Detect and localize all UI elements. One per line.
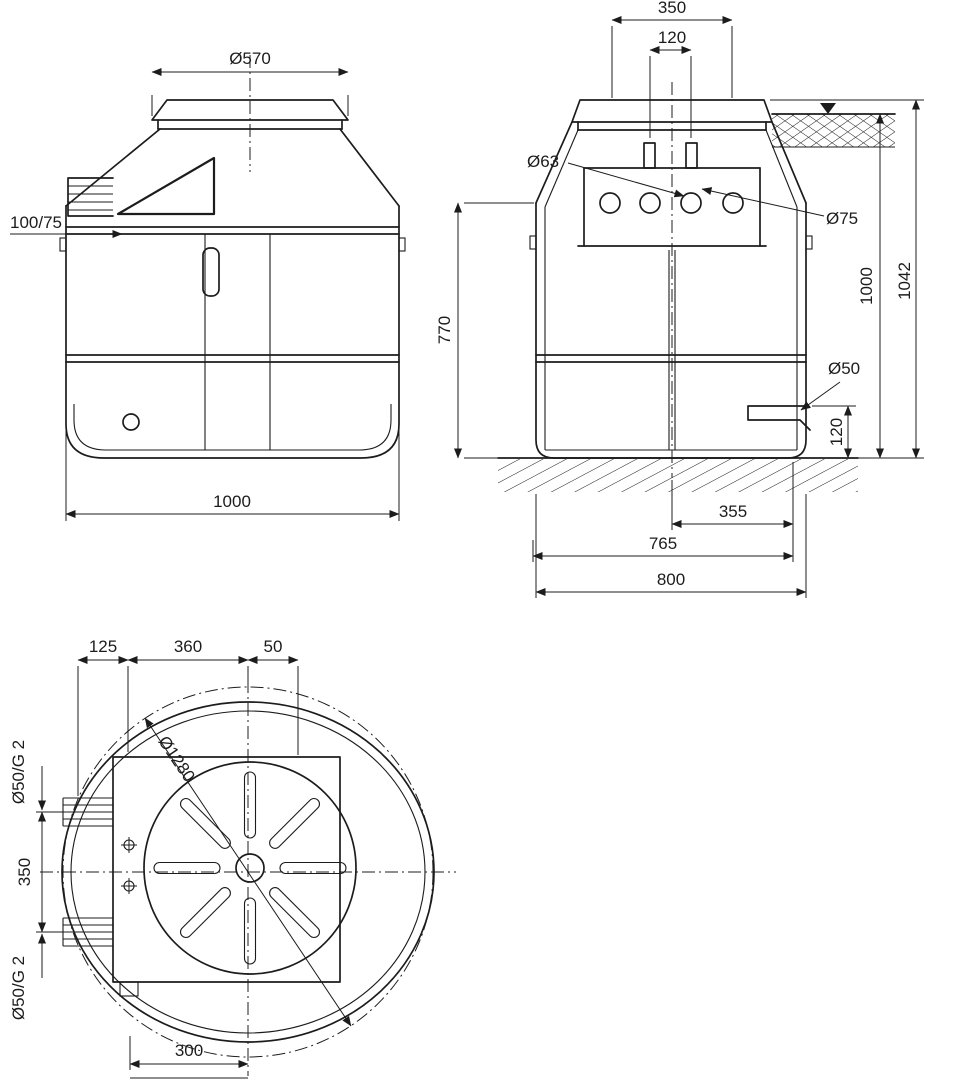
plan-cover-hub: [235, 853, 265, 883]
plan-body-rect: [112, 756, 341, 983]
dim-label-port-top: Ø50/G 2: [9, 740, 28, 804]
dim-label-width1000: 1000: [213, 492, 251, 511]
dim-label-120right: 120: [827, 418, 846, 446]
front-hole-1: [599, 192, 621, 214]
front-hole-4: [722, 192, 744, 214]
plan-circle-1280: [62, 686, 434, 1058]
dim-label-120top: 120: [658, 28, 686, 47]
dim-label-dia75: Ø75: [826, 209, 858, 228]
plan-tank-inner: [70, 710, 426, 1034]
front-hole-3: [680, 192, 702, 214]
front-outlet-pipe: [747, 405, 811, 431]
dim-label-350top: 350: [658, 0, 686, 17]
plan-tab: [119, 981, 139, 997]
leader-dia75: [701, 187, 825, 217]
dim-label-360: 360: [174, 637, 202, 656]
front-view: 350 120 Ø63 Ø75 770 1000 1042 Ø50 120: [435, 0, 924, 598]
dim-label-1000h: 1000: [857, 267, 876, 305]
side-shoulder-right: [339, 128, 400, 207]
side-view: Ø570 100/75 1000: [10, 49, 406, 521]
dim-label-770: 770: [435, 316, 454, 344]
side-shoulder-left: [65, 128, 161, 207]
side-drain-hole: [122, 413, 140, 431]
dim-label-1280: Ø1280: [154, 732, 198, 785]
dim-label-50: 50: [264, 637, 283, 656]
leader-dia63: [567, 162, 685, 198]
front-stub-left: [643, 142, 656, 169]
plan-cover-spokes: [153, 771, 347, 965]
dim-label-1042: 1042: [895, 262, 914, 300]
leader-dia50: [800, 381, 841, 411]
dim-label-765: 765: [649, 534, 677, 553]
dim-label-355: 355: [719, 502, 747, 521]
plan-cover-circle: [143, 761, 357, 975]
dim-line-1280: [144, 717, 352, 1027]
dim-label-125: 125: [89, 637, 117, 656]
side-detail-slot: [202, 247, 220, 297]
side-lid: [151, 99, 349, 121]
dim-label-300: 300: [175, 1041, 203, 1060]
dim-label-800: 800: [657, 570, 685, 589]
side-inlet-baffle: [116, 156, 216, 216]
dim-label-inlet: 100/75: [10, 213, 62, 232]
dim-label-dia50: Ø50: [828, 359, 860, 378]
side-tank-inner: [73, 404, 392, 451]
plan-bolt-marks: [121, 837, 137, 894]
side-tank-outline: [65, 205, 400, 459]
front-stub-right: [685, 142, 698, 169]
ground-level-icon: [820, 103, 836, 114]
dim-label-port-bottom: Ø50/G 2: [9, 956, 28, 1020]
plan-tank-outline: [61, 701, 435, 1043]
dim-label-dia570: Ø570: [229, 49, 271, 68]
plan-view: 125 360 50 Ø50/G 2 350 Ø50/G 2 Ø1280 300: [9, 637, 456, 1079]
side-inlet-spigot: [67, 177, 114, 217]
dim-label-350plan: 350: [15, 858, 34, 886]
dim-label-dia63: Ø63: [527, 152, 559, 171]
base-ground-hatch: [498, 459, 858, 492]
front-hole-2: [639, 192, 661, 214]
